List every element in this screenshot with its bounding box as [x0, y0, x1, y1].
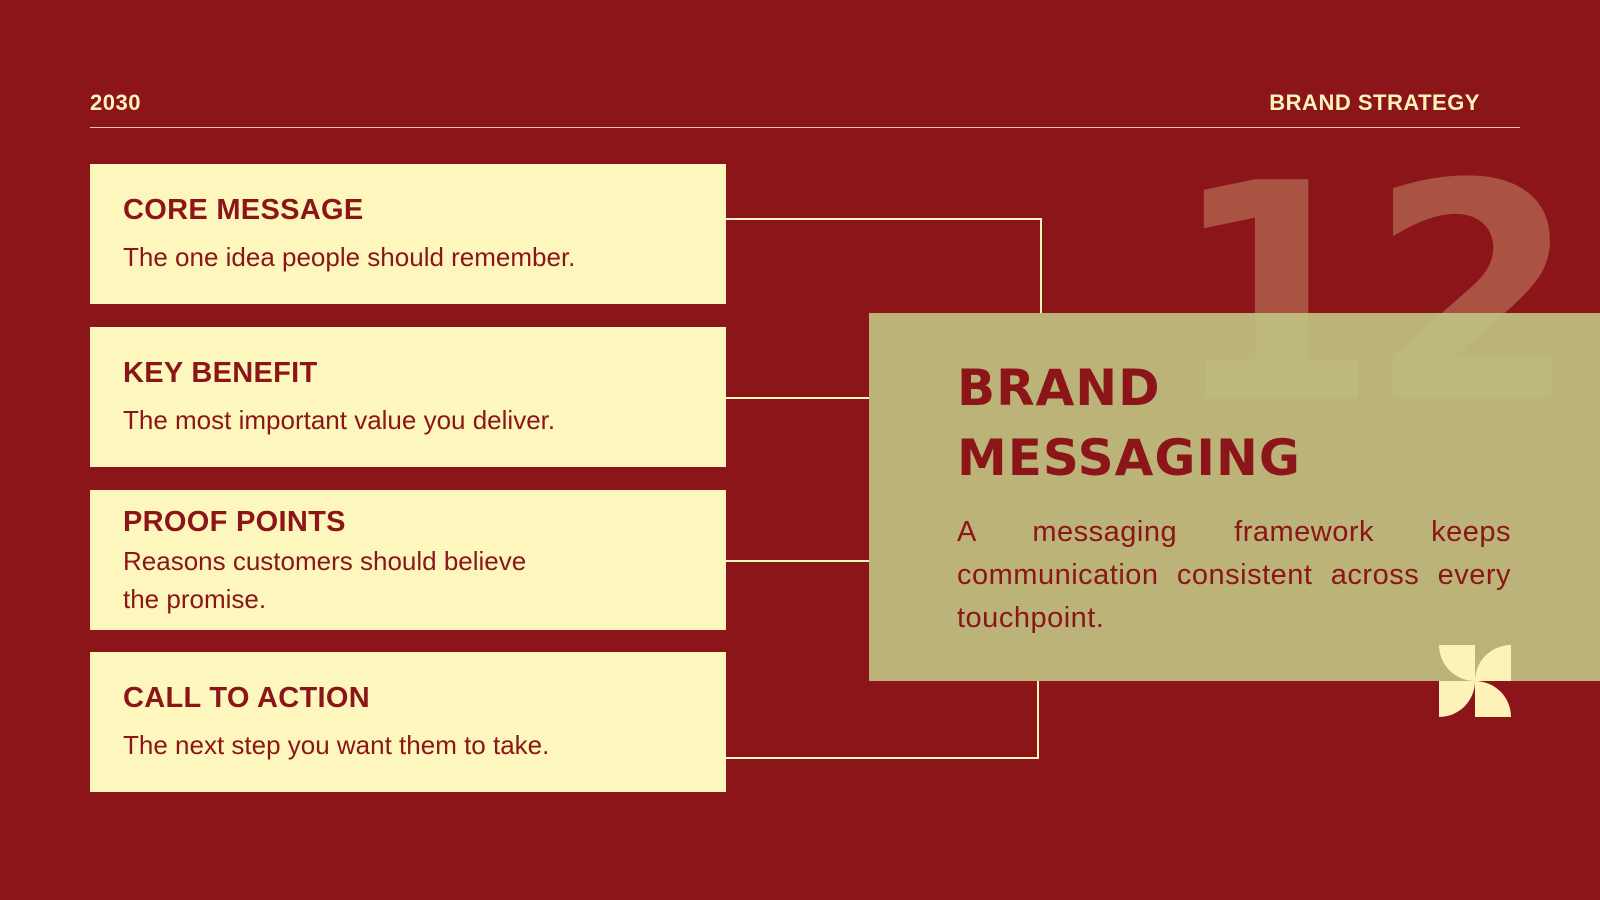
card-key-benefit: KEY BENEFIT The most important value you…: [90, 327, 726, 467]
connector-line-top-v: [1040, 218, 1042, 313]
card-title: CORE MESSAGE: [123, 194, 364, 226]
card-description: The one idea people should remember.: [123, 242, 576, 272]
connector-line-top-h: [726, 218, 1042, 220]
connector-line-bottom-h: [726, 757, 1039, 759]
messaging-panel: BRAND MESSAGING A messaging framework ke…: [869, 313, 1600, 681]
year-label: 2030: [90, 90, 141, 115]
panel-title: BRAND MESSAGING: [957, 359, 1301, 487]
card-title: KEY BENEFIT: [123, 357, 318, 389]
card-proof-points: PROOF POINTS Reasons customers should be…: [90, 490, 726, 630]
connector-line-3: [726, 560, 869, 562]
header-divider: [90, 127, 1520, 128]
connector-line-bottom-v: [1037, 681, 1039, 758]
card-call-to-action: CALL TO ACTION The next step you want th…: [90, 652, 726, 792]
pinwheel-icon: [1439, 645, 1511, 717]
card-description: The most important value you deliver.: [123, 405, 556, 435]
card-title: PROOF POINTS: [123, 506, 346, 538]
section-label: BRAND STRATEGY: [1269, 90, 1480, 115]
card-description: The next step you want them to take.: [123, 730, 550, 760]
card-core-message: CORE MESSAGE The one idea people should …: [90, 164, 726, 304]
panel-text: A messaging framework keeps communicatio…: [957, 516, 1511, 634]
card-title: CALL TO ACTION: [123, 682, 370, 714]
connector-line-2: [726, 397, 869, 399]
card-description: Reasons customers should believe the pro…: [123, 546, 527, 614]
